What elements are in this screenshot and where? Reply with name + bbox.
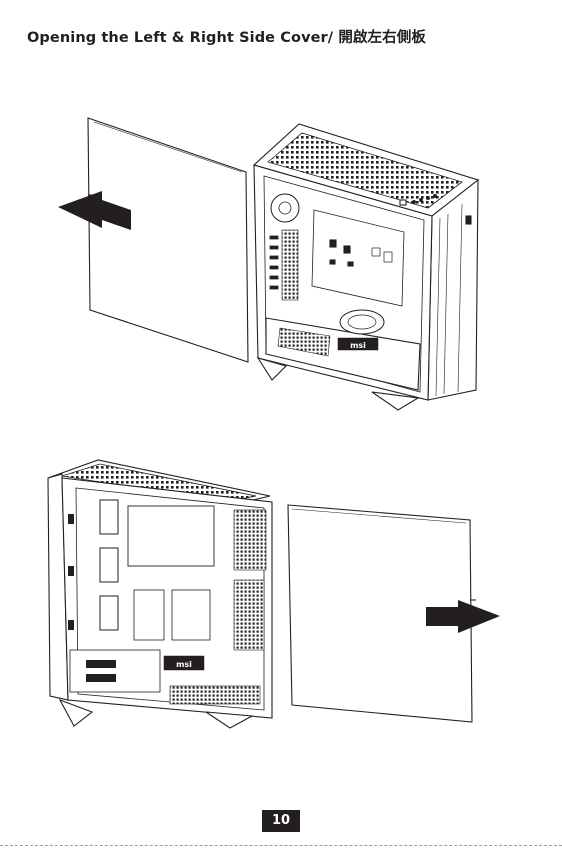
page-title: Opening the Left & Right Side Cover/ 開啟左… (27, 26, 426, 47)
left-side-panel (88, 118, 248, 362)
page-number: 10 (262, 810, 300, 832)
svg-text:msi: msi (176, 660, 192, 669)
pc-case-front: msi (254, 124, 478, 410)
pc-case-rear: msi (48, 460, 272, 728)
right-cover-illustration: msi (0, 450, 562, 740)
left-cover-illustration: msi (0, 100, 562, 430)
left-cover-drawing: msi (0, 100, 562, 430)
footer-divider (0, 845, 562, 846)
right-cover-drawing: msi (0, 450, 562, 740)
svg-text:msi: msi (350, 341, 366, 350)
